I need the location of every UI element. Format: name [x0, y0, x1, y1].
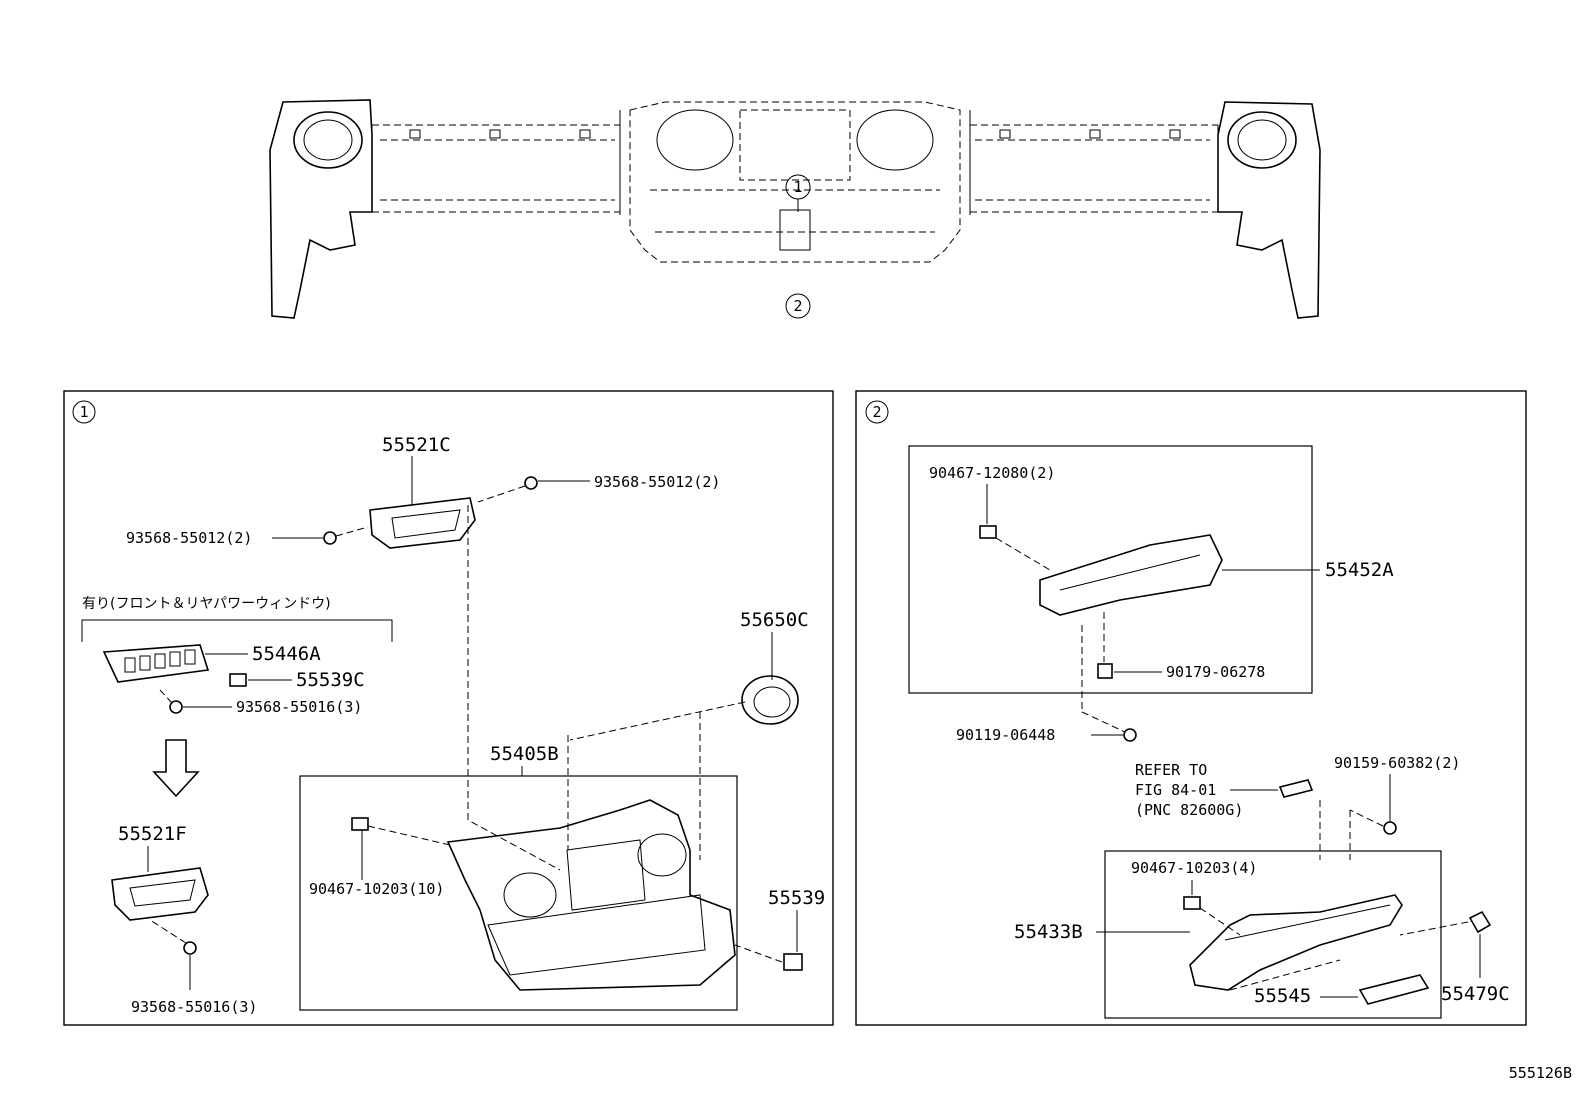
- label-93568-55016-bottom: 93568-55016(3): [131, 998, 257, 1016]
- label-90119-06448: 90119-06448: [956, 726, 1055, 744]
- label-55545: 55545: [1254, 985, 1311, 1007]
- label-55433b: 55433B: [1014, 921, 1083, 943]
- label-55452a: 55452A: [1325, 559, 1394, 581]
- label-93568-55012-left: 93568-55012(2): [126, 529, 252, 547]
- glove-box-door-55433b: [1096, 894, 1403, 991]
- glove-box-support-55452a: [1039, 534, 1320, 616]
- label-90179-06278: 90179-06278: [1166, 663, 1265, 681]
- center-cluster-55405b: [446, 505, 736, 991]
- label-55479c: 55479C: [1441, 983, 1510, 1005]
- label-93568-55012-right: 93568-55012(2): [594, 473, 720, 491]
- label-90467-10203-p2: 90467-10203(4): [1131, 859, 1257, 877]
- screw-icon: [272, 526, 369, 545]
- label-55405b: 55405B: [490, 743, 559, 765]
- vent-55650c: [569, 632, 799, 860]
- label-55521f: 55521F: [118, 823, 187, 845]
- label-90467-12080: 90467-12080(2): [929, 464, 1055, 482]
- refer-note-line2: FIG 84-01: [1135, 781, 1216, 799]
- clip-icon: [351, 817, 451, 880]
- label-93568-55016-top: 93568-55016(3): [236, 698, 362, 716]
- svg-text:1: 1: [79, 403, 88, 421]
- clip-icon: [1399, 910, 1492, 978]
- arrow-down-icon: [152, 739, 200, 798]
- pocket-55521f: [111, 846, 209, 921]
- clip-icon: [734, 910, 803, 971]
- screw-icon: [477, 476, 590, 503]
- subassembly-frame-55433b: [1104, 850, 1442, 1019]
- screw-icon: [1349, 774, 1397, 860]
- label-55650c: 55650C: [740, 609, 809, 631]
- refer-note-line3: (PNC 82600G): [1135, 801, 1243, 819]
- svg-text:1: 1: [793, 178, 802, 196]
- refer-note-line1: REFER TO: [1135, 761, 1207, 779]
- label-55539c: 55539C: [296, 669, 365, 691]
- label-90159-60382: 90159-60382(2): [1334, 754, 1460, 772]
- figure-code: 555126B: [1509, 1064, 1572, 1082]
- label-55539: 55539: [768, 887, 825, 909]
- clip-icon: [229, 673, 292, 687]
- refer-part-icon: [1230, 779, 1321, 860]
- label-90467-10203-p1: 90467-10203(10): [309, 880, 444, 898]
- label-55521c: 55521C: [382, 434, 451, 456]
- screw-icon: [149, 919, 197, 990]
- option-note: 有り(フロント＆リヤパワーウィンドウ): [82, 596, 331, 612]
- detail-panel-2: 2 90467-12080(2) 55452A 90179-06278 9011…: [855, 390, 1527, 1026]
- svg-text:2: 2: [793, 297, 802, 315]
- svg-text:2: 2: [872, 403, 881, 421]
- pad-55545: [1229, 959, 1430, 1005]
- clip-icon: [1183, 880, 1241, 936]
- callout-ref2-top: 2: [785, 293, 811, 319]
- pocket-55521c: [369, 456, 476, 549]
- nut-icon: [1097, 612, 1162, 679]
- clip-icon: [979, 484, 1051, 571]
- detail-panel-1: 1 55521C 93568-55012(2) 93568-55012(2) 有…: [63, 390, 834, 1026]
- subassembly-frame-55405b: [299, 775, 738, 1011]
- screw-icon: [159, 689, 232, 714]
- switch-panel-55446a: [102, 644, 248, 683]
- bolt-icon: [1081, 625, 1137, 742]
- callout-ref1-top: 1: [785, 174, 811, 212]
- label-55446a: 55446A: [252, 643, 321, 665]
- instrument-panel-reinforcement: [269, 99, 1321, 319]
